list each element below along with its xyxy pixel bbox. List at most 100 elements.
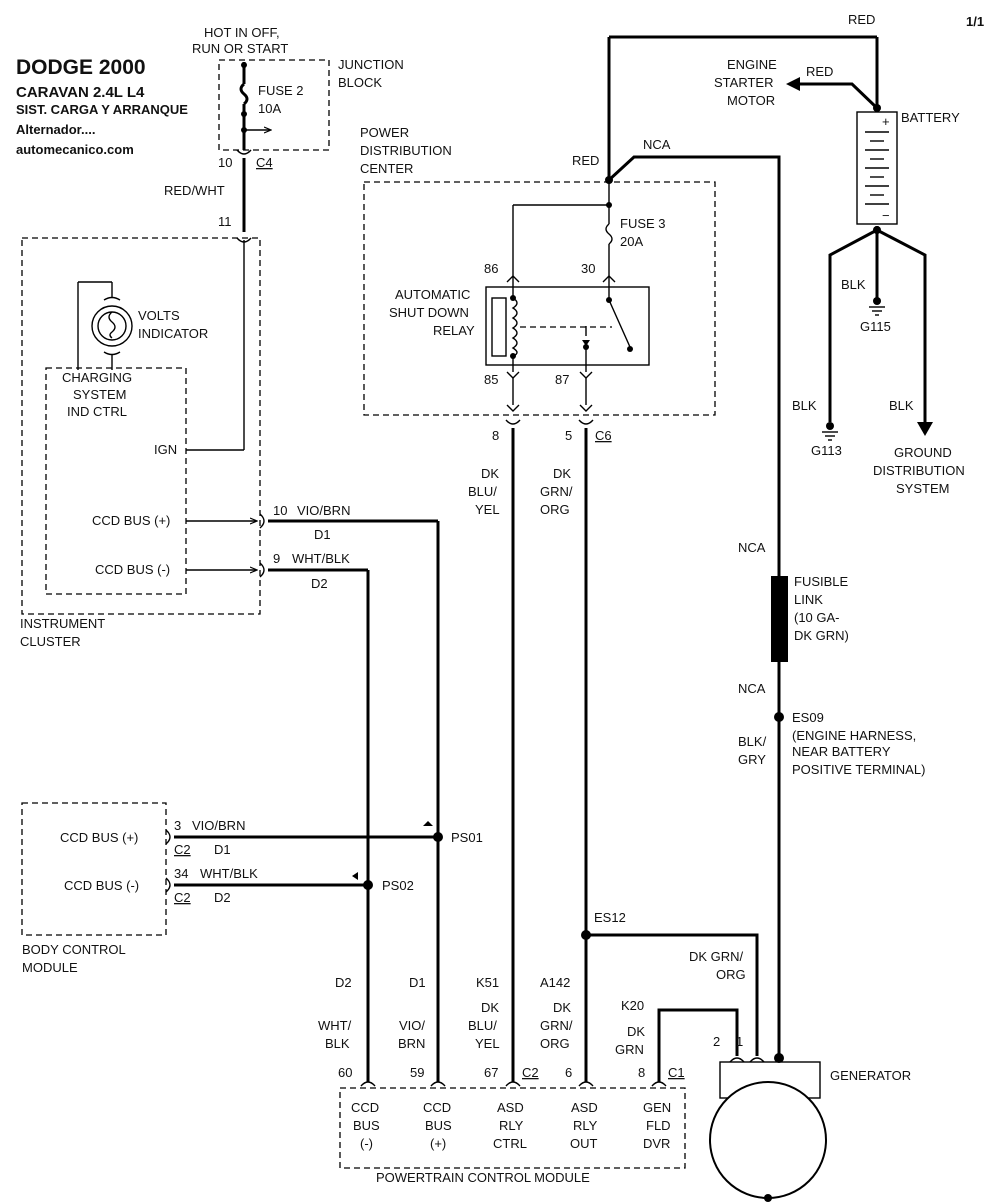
gds-arrow-icon <box>917 422 933 436</box>
gen-wire-2: GRY <box>738 752 766 767</box>
relay-label-1: AUTOMATIC <box>395 287 470 302</box>
pcm-pin-60: 60 <box>338 1065 352 1080</box>
volts-indicator-label-2: INDICATOR <box>138 326 208 341</box>
instrument-cluster: IGN VOLTS INDICATOR CHARGING SYSTEM IND … <box>20 237 265 649</box>
pcm-pin-67: 67 <box>484 1065 498 1080</box>
asd-out-wire-2: GRN/ <box>540 484 573 499</box>
pcm-pin-8: 8 <box>638 1065 645 1080</box>
pcm-col1-label-3: (-) <box>360 1136 373 1151</box>
gds-label-2: DISTRIBUTION <box>873 463 965 478</box>
title-block: DODGE 2000 CARAVAN 2.4L L4 SIST. CARGA Y… <box>16 56 188 157</box>
fuse-3-name: FUSE 3 <box>620 216 666 231</box>
asd-out-wire-1: DK <box>553 466 571 481</box>
cluster-pos-pin: 10 <box>273 503 287 518</box>
battery-symbol <box>856 111 898 225</box>
pcm-col4-color-1: DK <box>553 1000 571 1015</box>
charging-ind-ctrl-box <box>45 367 187 595</box>
pdc-box <box>363 181 716 416</box>
pcm-col5-color-2: GRN <box>615 1042 644 1057</box>
pcm-col3-label-1: ASD <box>497 1100 524 1115</box>
junction-block-label-1: JUNCTION <box>338 57 404 72</box>
connector-c4 <box>236 149 252 155</box>
pcm-connector-c2: C2 <box>522 1065 539 1080</box>
g115-wire: BLK <box>841 277 866 292</box>
cluster-ccd-pos: CCD BUS (+) <box>92 513 170 528</box>
relay-pin-30: 30 <box>581 261 595 276</box>
bcm-neg-connector: C2 <box>174 890 191 905</box>
title-system: SIST. CARGA Y ARRANQUE <box>16 102 188 117</box>
bcm-label-2: MODULE <box>22 960 78 975</box>
splice-es09-label: ES09 <box>792 710 824 725</box>
ind-ctrl-label-2: SYSTEM <box>73 387 126 402</box>
gen-wire-1: BLK/ <box>738 734 767 749</box>
junction-block-box <box>218 59 330 151</box>
bcm-pos-circuit: D1 <box>214 842 231 857</box>
bcm-ccd-pos: CCD BUS (+) <box>60 830 138 845</box>
cluster-label-2: CLUSTER <box>20 634 81 649</box>
junction-power-note-1: HOT IN OFF, <box>204 25 280 40</box>
splice-ps02 <box>363 880 373 890</box>
pdc-label-1: POWER <box>360 125 409 140</box>
battery-neg-sign: − <box>882 208 890 223</box>
bcm-pos-connector: C2 <box>174 842 191 857</box>
pcm-col2-color-2: BRN <box>398 1036 425 1051</box>
pcm-pin-59: 59 <box>410 1065 424 1080</box>
instrument-cluster-box <box>21 237 261 615</box>
es09-desc-1: (ENGINE HARNESS, <box>792 728 916 743</box>
es12-wire-1: DK GRN/ <box>689 949 744 964</box>
relay-pin-85: 85 <box>484 372 498 387</box>
pcm-pin-6: 6 <box>565 1065 572 1080</box>
cluster-ccd-neg: CCD BUS (-) <box>95 562 170 577</box>
ind-ctrl-label-3: IND CTRL <box>67 404 127 419</box>
junction-block-label-2: BLOCK <box>338 75 382 90</box>
starter-arrow-icon <box>786 77 800 91</box>
cluster-neg-pin: 9 <box>273 551 280 566</box>
pcm-col1-label-2: BUS <box>353 1118 380 1133</box>
pcm-col5-label-2: FLD <box>646 1118 671 1133</box>
pdc-label-3: CENTER <box>360 161 413 176</box>
pdc-out-pin-8: 8 <box>492 428 499 443</box>
splice-ps01-label: PS01 <box>451 830 483 845</box>
asd-ctrl-wire-3: YEL <box>475 502 500 517</box>
relay-pin-86: 86 <box>484 261 498 276</box>
pcm-col4-label-2: RLY <box>573 1118 598 1133</box>
asd-ctrl-wire-1: DK <box>481 466 499 481</box>
pcm-col4-label-3: OUT <box>570 1136 598 1151</box>
cluster-pos-circuit: D1 <box>314 527 331 542</box>
fusible-link-symbol <box>771 576 788 662</box>
cluster-neg-circuit: D2 <box>311 576 328 591</box>
generator-label: GENERATOR <box>830 1068 911 1083</box>
g115-label: G115 <box>860 319 891 334</box>
bcm-box <box>21 802 167 936</box>
pcm-col3-color-2: BLU/ <box>468 1018 497 1033</box>
battery: + − BATTERY <box>856 110 960 225</box>
pcm-col3-color-1: DK <box>481 1000 499 1015</box>
cluster-label-1: INSTRUMENT <box>20 616 105 631</box>
title-website: automecanico.com <box>16 142 134 157</box>
fusible-label-4: DK GRN) <box>794 628 849 643</box>
pcm-col3-label-3: CTRL <box>493 1136 527 1151</box>
es09-desc-3: POSITIVE TERMINAL) <box>792 762 925 777</box>
pcm-col1-label-1: CCD <box>351 1100 379 1115</box>
powertrain-control-module: CCD BUS (-) CCD BUS (+) ASD RLY CTRL ASD… <box>339 1087 686 1185</box>
battery-top-wire: RED <box>848 12 875 27</box>
cluster-feed-wire: RED/WHT <box>164 183 225 198</box>
asd-relay-box <box>485 286 650 366</box>
pcm-col5-label-3: DVR <box>643 1136 670 1151</box>
ign-label: IGN <box>154 442 177 457</box>
page-number: 1/1 <box>966 14 984 29</box>
splice-ps02-label: PS02 <box>382 878 414 893</box>
gen-pin-2: 2 <box>713 1034 720 1049</box>
pcm-col5-color-1: DK <box>627 1024 645 1039</box>
relay-label-2: SHUT DOWN <box>389 305 469 320</box>
fuse-3-symbol <box>605 223 613 245</box>
generator-symbol <box>709 1081 827 1199</box>
pcm-connector-c1: C1 <box>668 1065 685 1080</box>
fusible-wire-bottom: NCA <box>738 681 766 696</box>
es12-wire-2: ORG <box>716 967 746 982</box>
fusible-label-1: FUSIBLE <box>794 574 849 589</box>
bcm-label-1: BODY CONTROL <box>22 942 126 957</box>
gds-label-3: SYSTEM <box>896 481 949 496</box>
fuse-2-rating: 10A <box>258 101 281 116</box>
